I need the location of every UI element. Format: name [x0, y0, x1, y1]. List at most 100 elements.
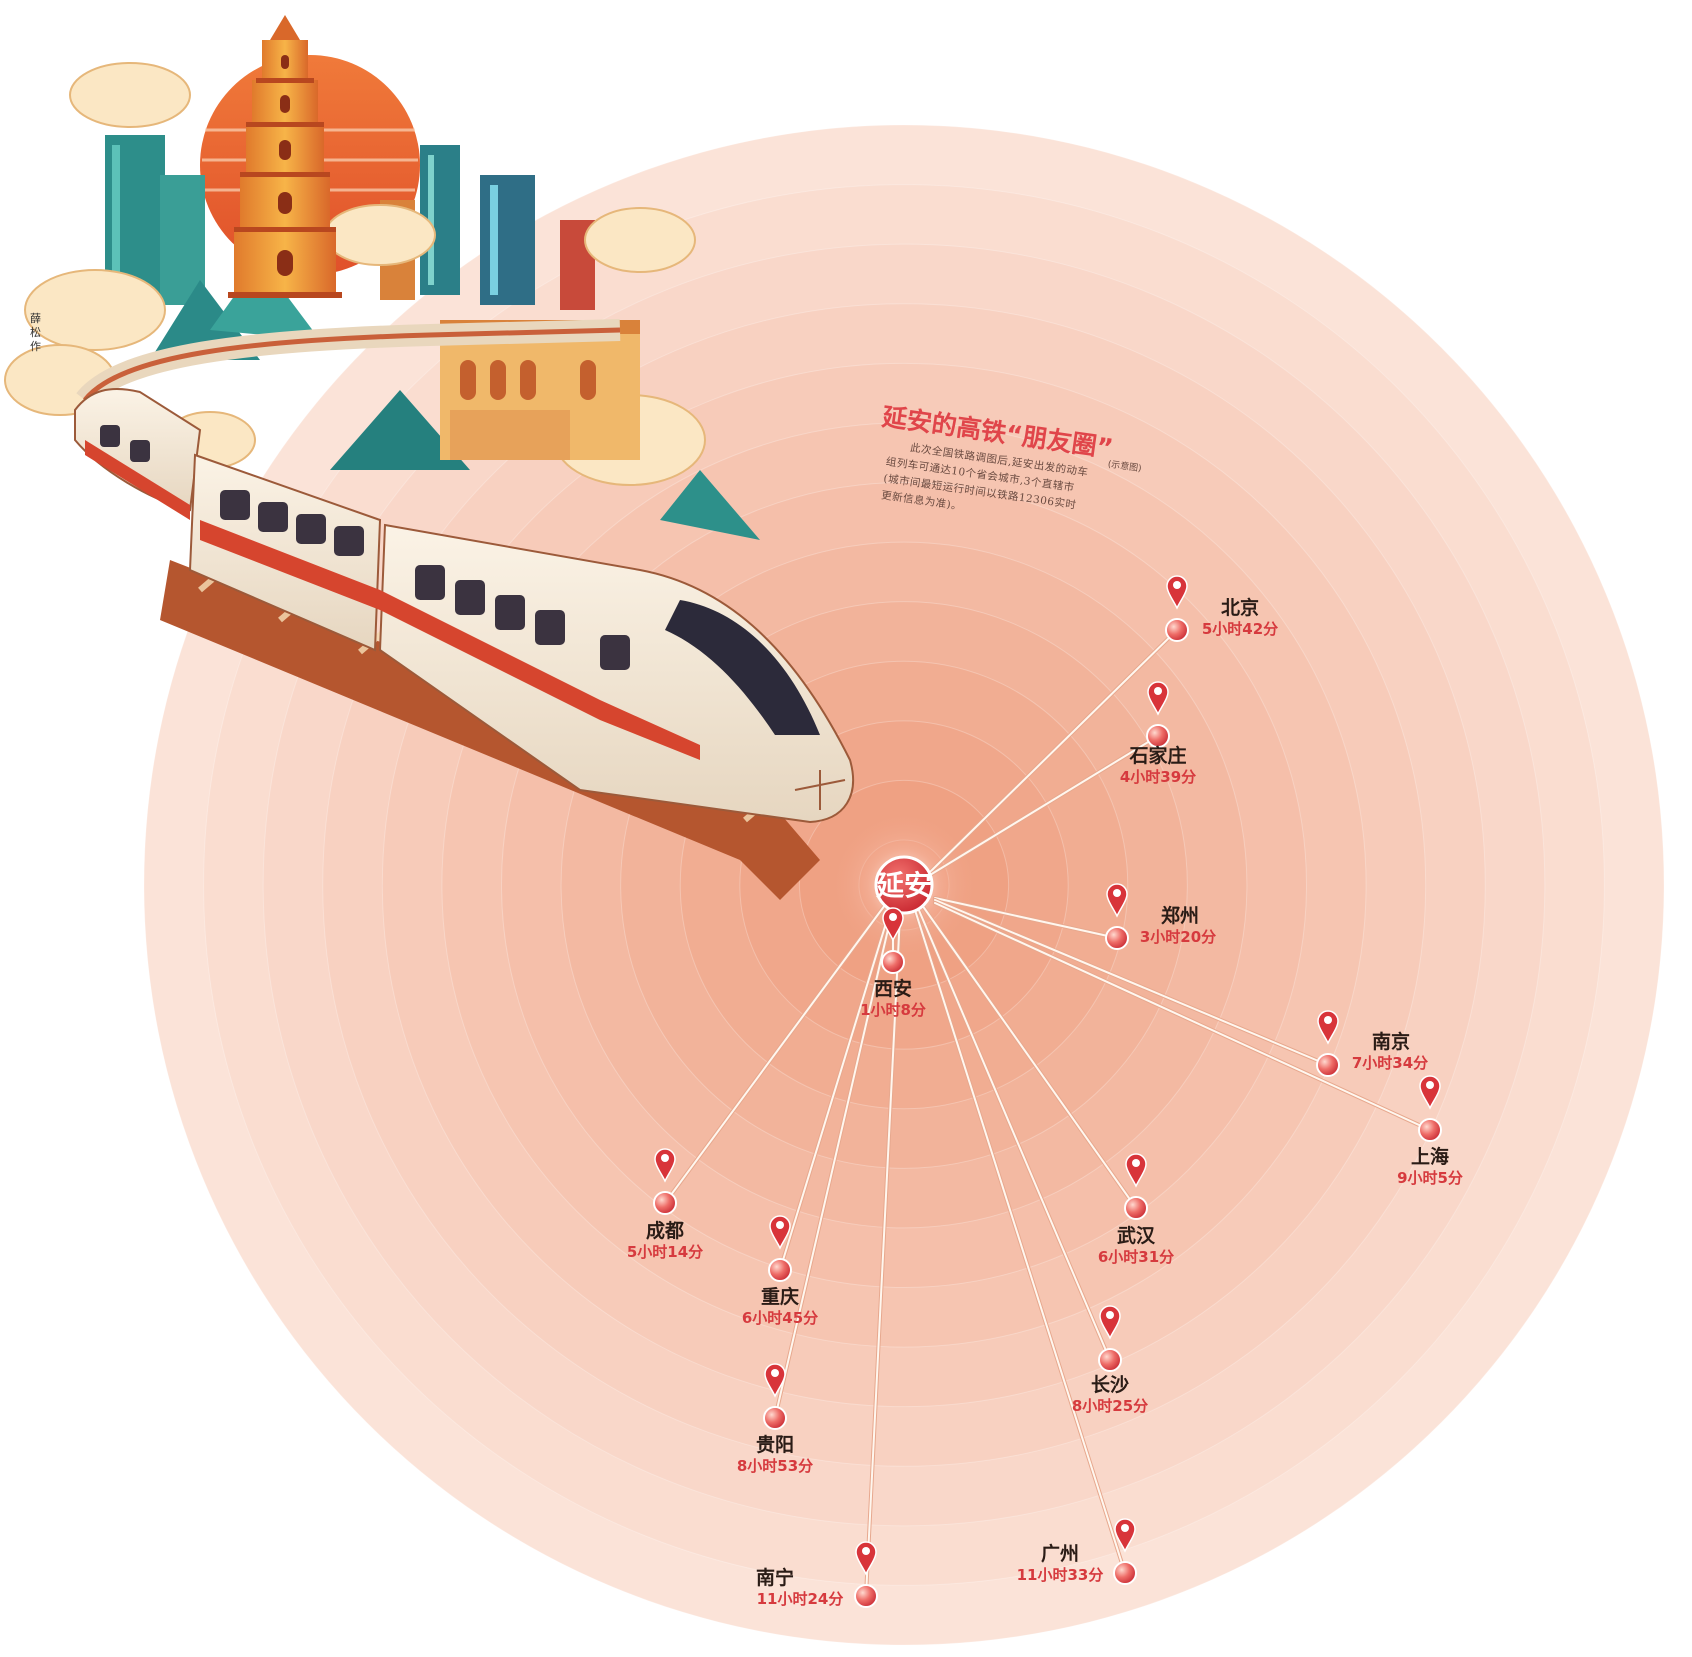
map-pin-icon	[1114, 1518, 1136, 1553]
map-pin-dot	[1113, 889, 1121, 897]
map-pin-icon	[855, 1541, 877, 1576]
map-pin-icon	[1166, 575, 1188, 610]
travel-time: 6小时45分	[742, 1309, 818, 1327]
credit-char-2: 松	[30, 325, 41, 339]
connection-lines	[663, 628, 1432, 1598]
connection-line-highlight	[934, 899, 1329, 1066]
station-node	[763, 1406, 787, 1430]
map-pin-dot	[1173, 581, 1181, 589]
travel-time: 4小时39分	[1120, 768, 1196, 786]
travel-time: 9小时5分	[1397, 1169, 1463, 1187]
map-pin-dot	[1324, 1016, 1332, 1024]
train-windshield	[665, 600, 820, 735]
travel-time: 6小时31分	[1098, 1248, 1174, 1266]
travel-time: 11小时24分	[757, 1590, 844, 1608]
travel-time: 8小时25分	[1072, 1397, 1148, 1415]
connection-line-highlight	[865, 914, 901, 1597]
map-pin-dot	[776, 1221, 784, 1229]
city-name: 重庆	[761, 1285, 799, 1308]
connection-line-highlight	[929, 629, 1178, 873]
city-name: 贵阳	[756, 1434, 794, 1456]
connection-line-highlight	[664, 904, 886, 1204]
city-name: 武汉	[1117, 1225, 1156, 1247]
connection-line-highlight	[774, 911, 893, 1419]
station-node	[1316, 1053, 1340, 1077]
map-pin-icon	[1099, 1305, 1121, 1340]
map-pin-icon	[1106, 883, 1128, 918]
city-name: 广州	[1041, 1542, 1079, 1565]
connection-line-highlight	[914, 909, 1126, 1574]
connection-line-highlight	[929, 735, 1159, 876]
connection-line-highlight	[779, 909, 891, 1271]
station-node	[1165, 618, 1189, 642]
station-node	[768, 1258, 792, 1282]
travel-time: 5小时14分	[627, 1243, 703, 1261]
pagoda-tower	[228, 15, 342, 298]
rail-track	[160, 560, 820, 900]
map-pin-icon	[764, 1363, 786, 1398]
illustrator-credit: 薛 松 作	[30, 312, 41, 353]
station-node	[881, 950, 905, 974]
station-node	[854, 1584, 878, 1608]
map-pin-icon	[1147, 681, 1169, 716]
map-pin-dot	[1154, 687, 1162, 695]
train-illustration	[4, 15, 855, 900]
credit-char-3: 作	[30, 340, 41, 353]
map-pin-dot	[661, 1154, 669, 1162]
hub-marker-yanan: 延安	[874, 855, 934, 915]
station-node	[1105, 926, 1129, 950]
station-node	[653, 1191, 677, 1215]
station-node	[1113, 1561, 1137, 1585]
city-name: 石家庄	[1128, 744, 1186, 767]
travel-time: 1小时8分	[860, 1001, 926, 1019]
travel-time: 3小时20分	[1140, 928, 1216, 946]
map-pin-icon	[1317, 1010, 1339, 1045]
map-pin-icon	[1125, 1153, 1147, 1188]
station-building	[440, 320, 640, 460]
travel-time: 5小时42分	[1202, 620, 1278, 638]
city-name: 长沙	[1091, 1374, 1129, 1396]
map-pin-dot	[1121, 1524, 1129, 1532]
map-pin-icon	[882, 907, 904, 942]
station-node	[1124, 1196, 1148, 1220]
city-name: 上海	[1411, 1145, 1449, 1168]
hub-label: 延安	[875, 869, 932, 902]
travel-time: 7小时34分	[1352, 1054, 1428, 1072]
station-node	[1146, 724, 1170, 748]
map-pin-icon	[1419, 1075, 1441, 1110]
station-node	[1418, 1118, 1442, 1142]
map-pin-dot	[1132, 1159, 1140, 1167]
city-name: 郑州	[1161, 905, 1199, 927]
connection-line-highlight	[917, 907, 1111, 1361]
travel-time: 8小时53分	[737, 1457, 813, 1475]
map-pin-dot	[771, 1369, 779, 1377]
map-pin-dot	[889, 913, 897, 921]
connection-line-highlight	[934, 897, 1118, 939]
credit-char-1: 薛	[30, 312, 41, 325]
city-name: 南宁	[756, 1566, 794, 1589]
destination-nodes: 北京5小时42分石家庄4小时39分郑州3小时20分南京7小时34分上海9小时5分…	[627, 575, 1463, 1608]
map-pin-icon	[769, 1215, 791, 1250]
map-pin-dot	[1106, 1311, 1114, 1319]
travel-time: 11小时33分	[1017, 1566, 1104, 1584]
station-node	[1098, 1348, 1122, 1372]
map-pin-dot	[862, 1547, 870, 1555]
map-pin-icon	[654, 1148, 676, 1183]
city-name: 北京	[1221, 596, 1259, 619]
high-speed-train	[74, 388, 855, 824]
city-name: 南京	[1372, 1030, 1410, 1053]
map-pin-dot	[1426, 1081, 1434, 1089]
